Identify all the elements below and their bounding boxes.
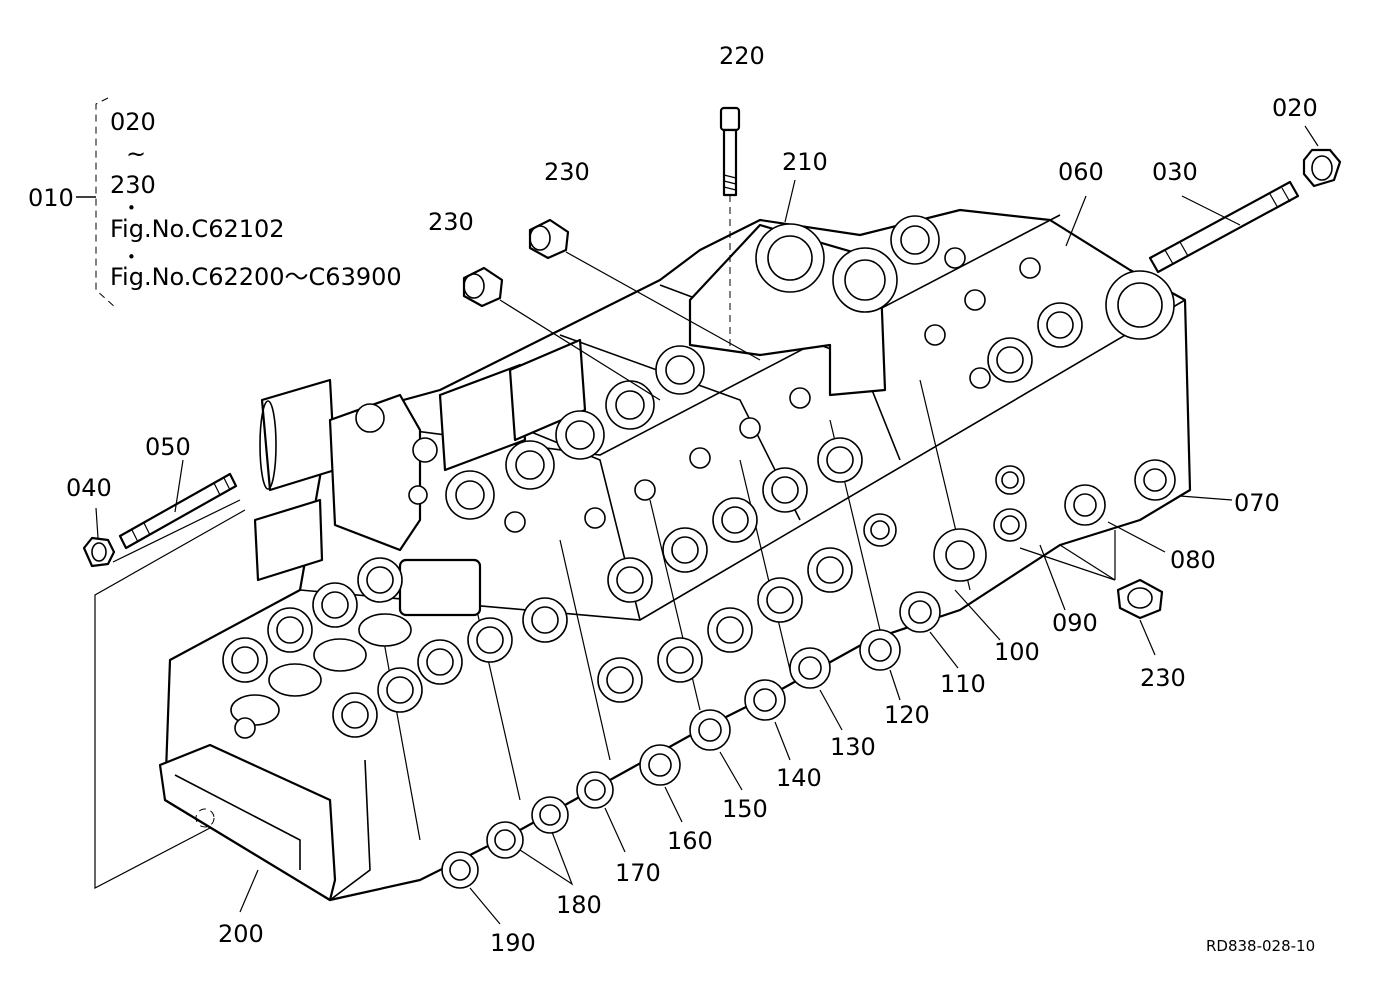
plug-230a [528, 218, 761, 361]
plug-230b [462, 266, 661, 401]
nut-020 [1302, 148, 1342, 188]
assembly-range-tilde: ~ [126, 140, 146, 168]
part-label-100: 100 [994, 638, 1040, 666]
part-label-060: 060 [1058, 158, 1104, 186]
end-fittings [441, 459, 1176, 889]
drawing-reference: RD838-028-10 [1206, 937, 1315, 955]
part-label-040: 040 [66, 474, 112, 502]
part-label-210: 210 [782, 148, 828, 176]
part-label-110: 110 [940, 670, 986, 698]
stud-030 [1148, 180, 1300, 274]
part-label-190: 190 [490, 929, 536, 957]
part-label-070: 070 [1234, 489, 1280, 517]
part-label-180: 180 [556, 891, 602, 919]
alignment-lines [94, 499, 1116, 889]
part-label-090: 090 [1052, 609, 1098, 637]
part-label-200: 200 [218, 920, 264, 948]
assembly-bracket [76, 97, 117, 309]
assembly-number: 010 [28, 184, 74, 212]
top-ports [222, 215, 1175, 739]
part-label-030: 030 [1152, 158, 1198, 186]
part-label-170: 170 [615, 859, 661, 887]
plug-230c [1116, 578, 1164, 620]
nut-040 [82, 536, 116, 568]
fig-ref-2: Fig.No.C62200～C63900 [110, 263, 402, 291]
part-label-230-top: 230 [544, 158, 590, 186]
part-label-020: 020 [1272, 94, 1318, 122]
assembly-dot-2: • [127, 248, 136, 266]
part-label-150: 150 [722, 795, 768, 823]
part-label-230-left: 230 [428, 208, 474, 236]
fig-ref-1: Fig.No.C62102 [110, 215, 285, 243]
stud-050 [118, 472, 238, 550]
part-label-220: 220 [719, 42, 765, 70]
part-label-230-right: 230 [1140, 664, 1186, 692]
assembly-range-start: 020 [110, 108, 156, 136]
assembly-range-end: 230 [110, 171, 156, 199]
bolt-220 [719, 106, 741, 350]
leader-lines [95, 125, 1319, 925]
part-label-160: 160 [667, 827, 713, 855]
part-label-140: 140 [776, 764, 822, 792]
part-label-120: 120 [884, 701, 930, 729]
part-label-080: 080 [1170, 546, 1216, 574]
assembly-dot-1: • [127, 199, 136, 217]
part-label-130: 130 [830, 733, 876, 761]
part-label-050: 050 [145, 433, 191, 461]
